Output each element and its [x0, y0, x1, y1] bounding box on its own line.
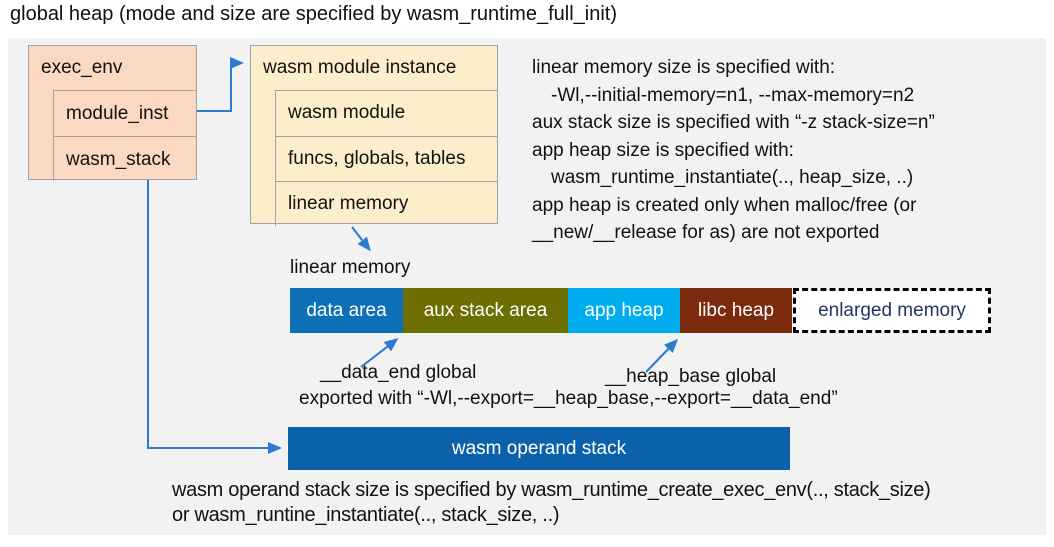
note-line: aux stack size is specified with “-z sta… [532, 112, 935, 133]
segment-data-area: data area [290, 288, 403, 333]
module-instance-row-wasm-module: wasm module [288, 102, 406, 123]
segment-app-heap: app heap [568, 288, 680, 333]
linear-memory-bar: data area aux stack area app heap libc h… [290, 288, 1050, 333]
note-line: wasm operand stack size is specified by … [172, 479, 931, 501]
note-line: or wasm_runtine_instantiate(.., stack_si… [172, 504, 560, 526]
module-instance-row-linear-memory: linear memory [276, 181, 497, 226]
exec-env-box: exec_env module_inst wasm_stack [28, 45, 197, 181]
exec-env-row-module-inst: module_inst [66, 103, 169, 124]
note-line: -Wl,--initial-memory=n1, --max-memory=n2 [551, 84, 915, 106]
module-instance-rows: wasm module funcs, globals, tables linea… [275, 90, 497, 226]
module-instance-row-funcs-globals-tables: funcs, globals, tables [276, 136, 497, 181]
module-instance-title: wasm module instance [263, 57, 457, 78]
note-line: app heap size is specified with: [532, 139, 794, 161]
notes-right: linear memory size is specified with: -W… [532, 54, 1048, 247]
wasm-operand-stack-bar: wasm operand stack [288, 427, 790, 470]
note-line: wasm_runtime_instantiate(.., heap_size, … [551, 167, 914, 188]
note-line: app heap is created only when malloc/fre… [532, 194, 917, 216]
note-line: __new/__release for as) are not exported [532, 222, 880, 243]
segment-libc-heap: libc heap [680, 288, 792, 333]
exec-env-row-wasm-stack: wasm_stack [54, 136, 196, 181]
annotation-exported-with: exported with “-Wl,--export=__heap_base,… [299, 388, 838, 409]
annotation-heap-base-global: __heap_base global [605, 366, 777, 387]
segment-aux-stack-area: aux stack area [403, 288, 568, 333]
linear-memory-label: linear memory [290, 257, 411, 278]
notes-bottom: wasm operand stack size is specified by … [172, 478, 931, 528]
segment-enlarged-memory: enlarged memory [793, 288, 991, 333]
exec-env-rows: module_inst wasm_stack [53, 90, 196, 181]
diagram-title: global heap (mode and size are specified… [10, 3, 617, 25]
wasm-module-instance-box: wasm module instance wasm module funcs, … [250, 45, 498, 226]
annotation-data-end-global: __data_end global [320, 362, 477, 383]
note-line: linear memory size is specified with: [532, 57, 836, 78]
exec-env-title: exec_env [41, 57, 123, 78]
